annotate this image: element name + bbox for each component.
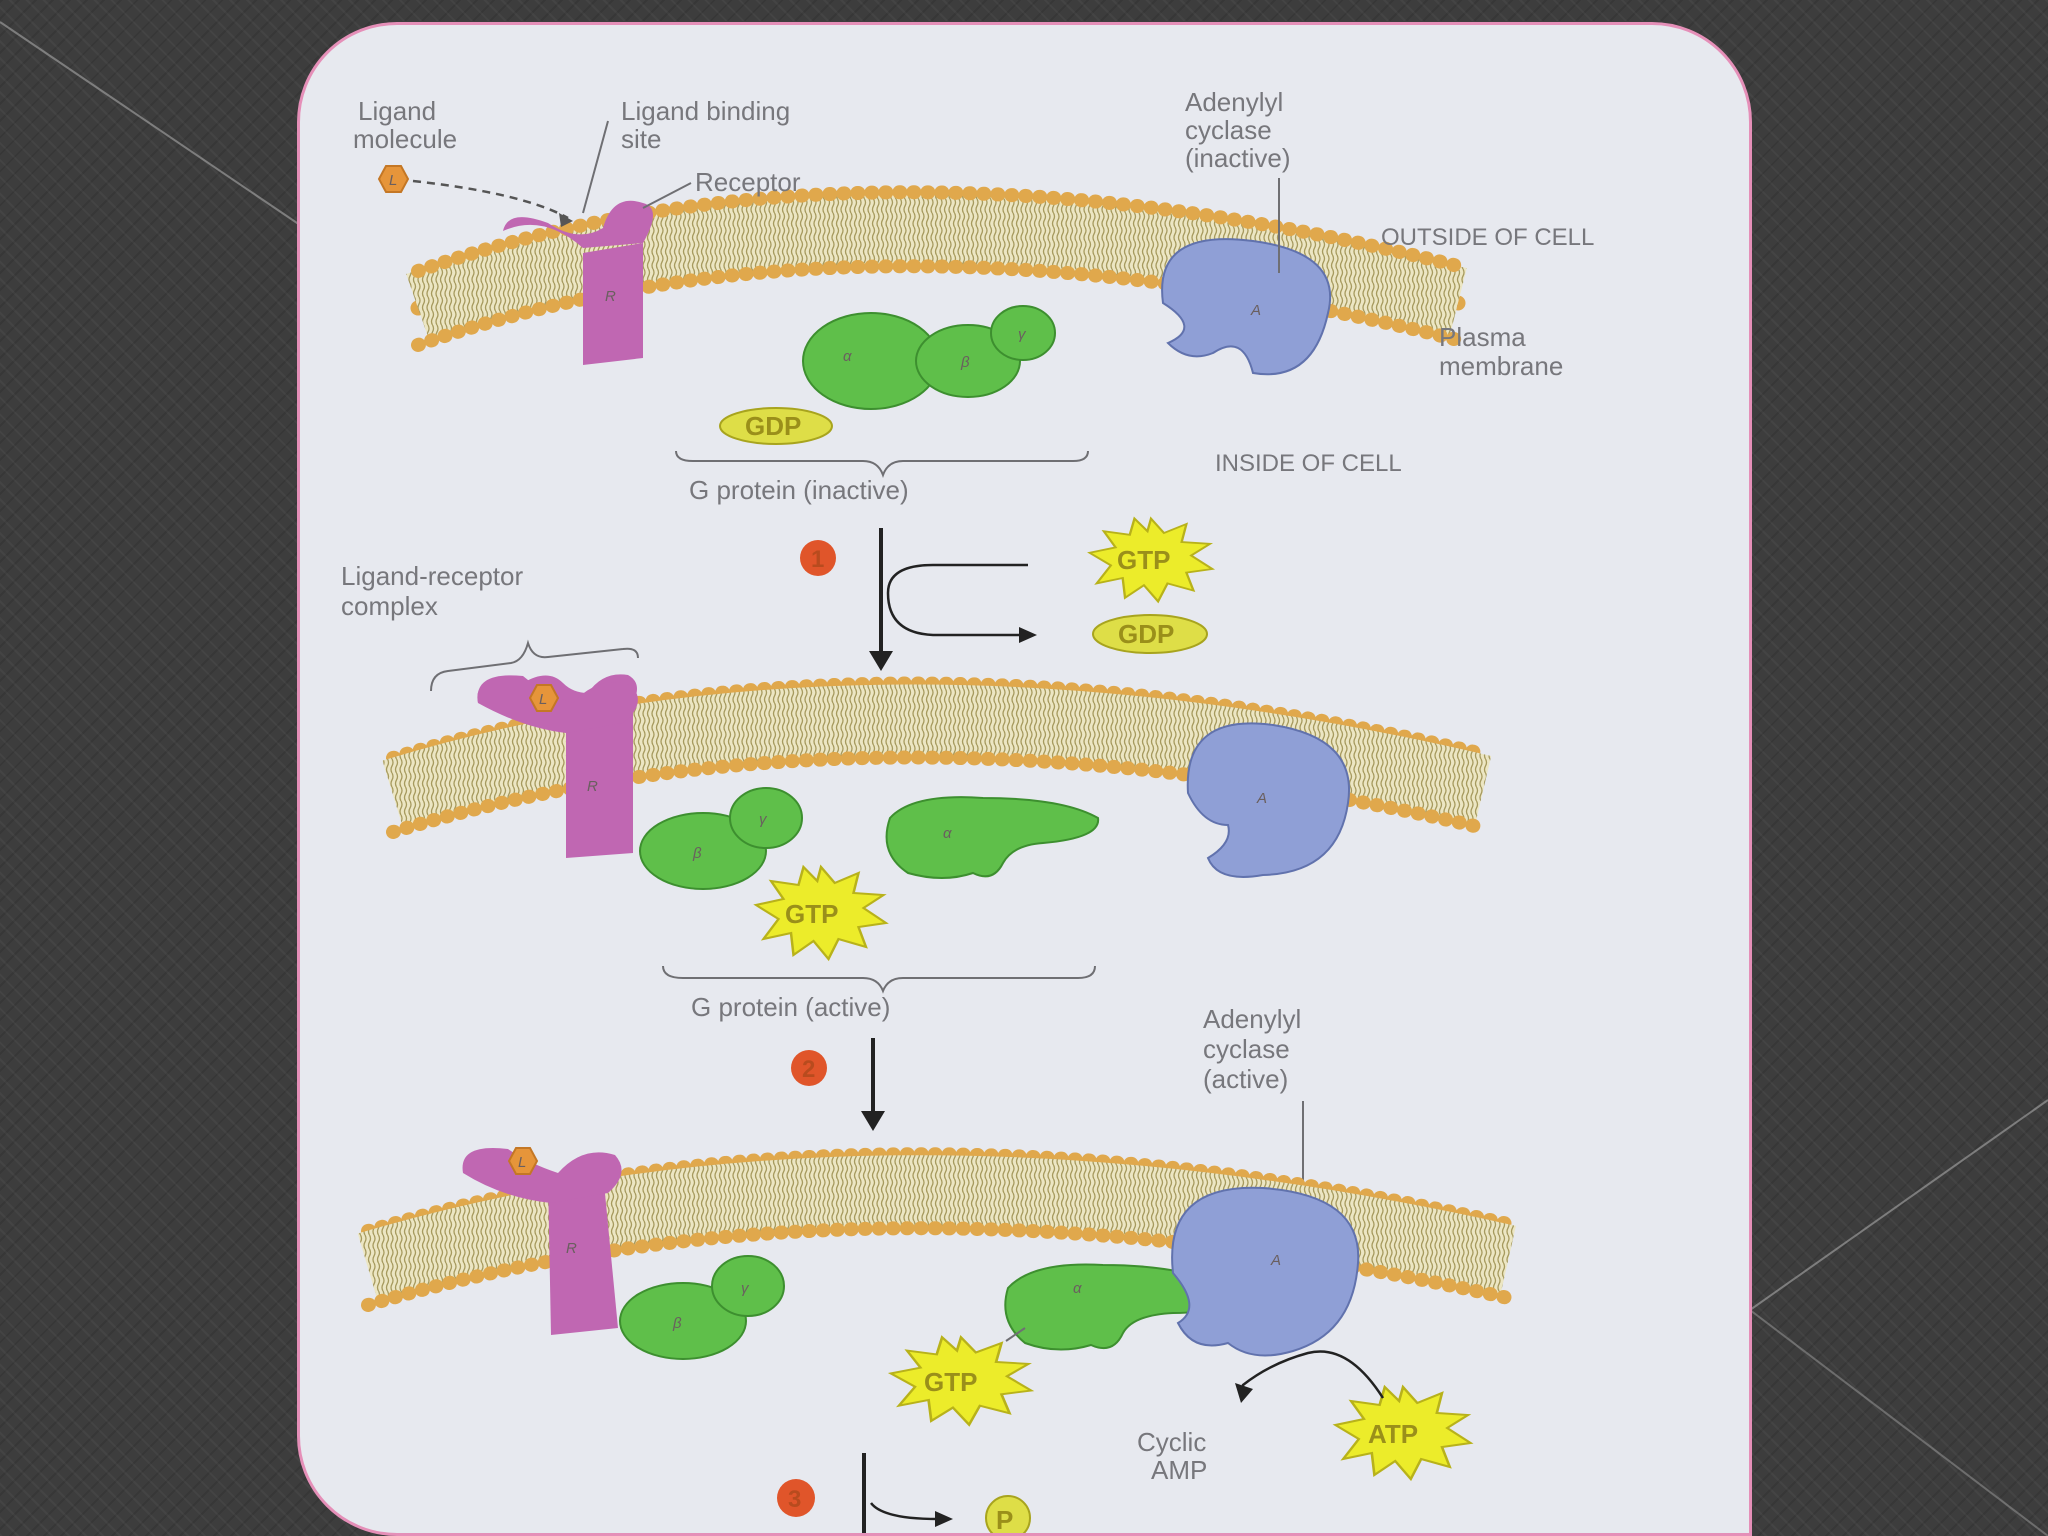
adenylyl-a-letter: A bbox=[1250, 302, 1261, 319]
alpha-label-2: α bbox=[943, 825, 952, 842]
gtp-label-2: GTP bbox=[785, 899, 838, 929]
g-protein-beta-gamma-2: β γ bbox=[639, 787, 803, 890]
ligand-receptor-complex-label-2: complex bbox=[341, 591, 438, 621]
beta-label: β bbox=[960, 354, 970, 371]
gtp-star-incoming: GTP bbox=[1088, 517, 1214, 603]
g-protein-alpha-3: α bbox=[1004, 1263, 1233, 1351]
diagram-photo: R L α β γ GDP A Ligand molecule Ligand b… bbox=[297, 22, 1752, 1536]
gamma-label-2: γ bbox=[759, 811, 768, 828]
cyclic-amp-label-2: AMP bbox=[1151, 1455, 1207, 1485]
adenylyl-a-letter-3: A bbox=[1270, 1252, 1281, 1269]
ligand-molecule: L bbox=[377, 165, 573, 227]
step-3-number: 3 bbox=[788, 1486, 801, 1513]
ligand-molecule-label-2: molecule bbox=[353, 124, 457, 154]
outside-of-cell-label: OUTSIDE OF CELL bbox=[1381, 224, 1594, 251]
g-protein-beta-gamma-3: β γ bbox=[619, 1255, 785, 1360]
beta-label-2: β bbox=[692, 845, 702, 862]
gtp-star-bound-2: GTP bbox=[754, 865, 888, 961]
gtp-label-3: GTP bbox=[924, 1367, 977, 1397]
gdp-label-2: GDP bbox=[1118, 619, 1174, 649]
g-protein-inactive-label: G protein (inactive) bbox=[689, 475, 909, 505]
adenylyl-cyclase-active-label-3: (active) bbox=[1203, 1064, 1288, 1094]
ligand-binding-site-label-1: Ligand binding bbox=[621, 96, 790, 126]
ligand-bound-l-letter-1: L bbox=[539, 691, 547, 708]
alpha-label: α bbox=[843, 348, 852, 365]
atp-label: ATP bbox=[1368, 1419, 1418, 1449]
ligand-binding-site-label-2: site bbox=[621, 124, 661, 154]
adenylyl-cyclase-inactive: A bbox=[1161, 178, 1332, 376]
beta-label-3: β bbox=[672, 1315, 682, 1332]
step-2: 2 bbox=[791, 1038, 885, 1131]
plasma-membrane-label-2: membrane bbox=[1439, 351, 1563, 381]
step-1: 1 bbox=[800, 528, 1037, 671]
adenylyl-a-letter-2: A bbox=[1256, 790, 1267, 807]
step-2-number: 2 bbox=[802, 1056, 815, 1083]
adenylyl-cyclase-active-3: A bbox=[1171, 1186, 1360, 1357]
ligand-molecule-label-1: Ligand bbox=[358, 96, 436, 126]
adenylyl-cyclase-active-label-2: cyclase bbox=[1203, 1034, 1290, 1064]
gdp-outgoing: GDP bbox=[1092, 614, 1208, 654]
adenylyl-cyclase-inactive-label-1: Adenylyl bbox=[1185, 87, 1283, 117]
receptor-r-letter: R bbox=[605, 288, 616, 305]
gtp-label-1: GTP bbox=[1117, 545, 1170, 575]
receptor-label: Receptor bbox=[695, 167, 801, 197]
atp-star: ATP bbox=[1235, 1350, 1472, 1481]
ligand-receptor-complex-label-1: Ligand-receptor bbox=[341, 561, 523, 591]
step-3: 3 P bbox=[777, 1453, 1031, 1535]
receptor-r-letter-3: R bbox=[566, 1240, 577, 1257]
ligand-bound-l-letter-2: L bbox=[518, 1154, 526, 1171]
g-protein-signaling-diagram: R L α β γ GDP A Ligand molecule Ligand b… bbox=[341, 87, 1594, 1535]
receptor-inactive: R bbox=[503, 200, 653, 365]
g-protein-inactive: α β γ GDP bbox=[719, 305, 1056, 445]
adenylyl-cyclase-2: A bbox=[1186, 722, 1351, 878]
receptor-r-letter-2: R bbox=[587, 778, 598, 795]
gamma-label-3: γ bbox=[741, 1280, 750, 1297]
receptor-bound-3: L R bbox=[462, 1147, 622, 1335]
gdp-label-1: GDP bbox=[745, 411, 801, 441]
step-1-number: 1 bbox=[811, 546, 824, 573]
plasma-membrane-label-1: Plasma bbox=[1439, 322, 1526, 352]
cyclic-amp-label-1: Cyclic bbox=[1137, 1427, 1206, 1457]
adenylyl-cyclase-inactive-label-2: cyclase bbox=[1185, 115, 1272, 145]
ligand-receptor-complex: L R bbox=[477, 674, 638, 858]
adenylyl-cyclase-active-label-1: Adenylyl bbox=[1203, 1004, 1301, 1034]
g-protein-alpha-active-2: α bbox=[885, 796, 1100, 879]
adenylyl-cyclase-inactive-label-3: (inactive) bbox=[1185, 143, 1290, 173]
alpha-label-3: α bbox=[1073, 1280, 1082, 1297]
inside-of-cell-label: INSIDE OF CELL bbox=[1215, 450, 1402, 477]
gamma-label: γ bbox=[1018, 326, 1027, 343]
g-protein-active-label: G protein (active) bbox=[691, 992, 890, 1022]
gtp-star-bound-3: GTP bbox=[889, 1327, 1033, 1427]
ligand-l-letter: L bbox=[389, 172, 397, 189]
phosphate-label: P bbox=[996, 1505, 1013, 1535]
